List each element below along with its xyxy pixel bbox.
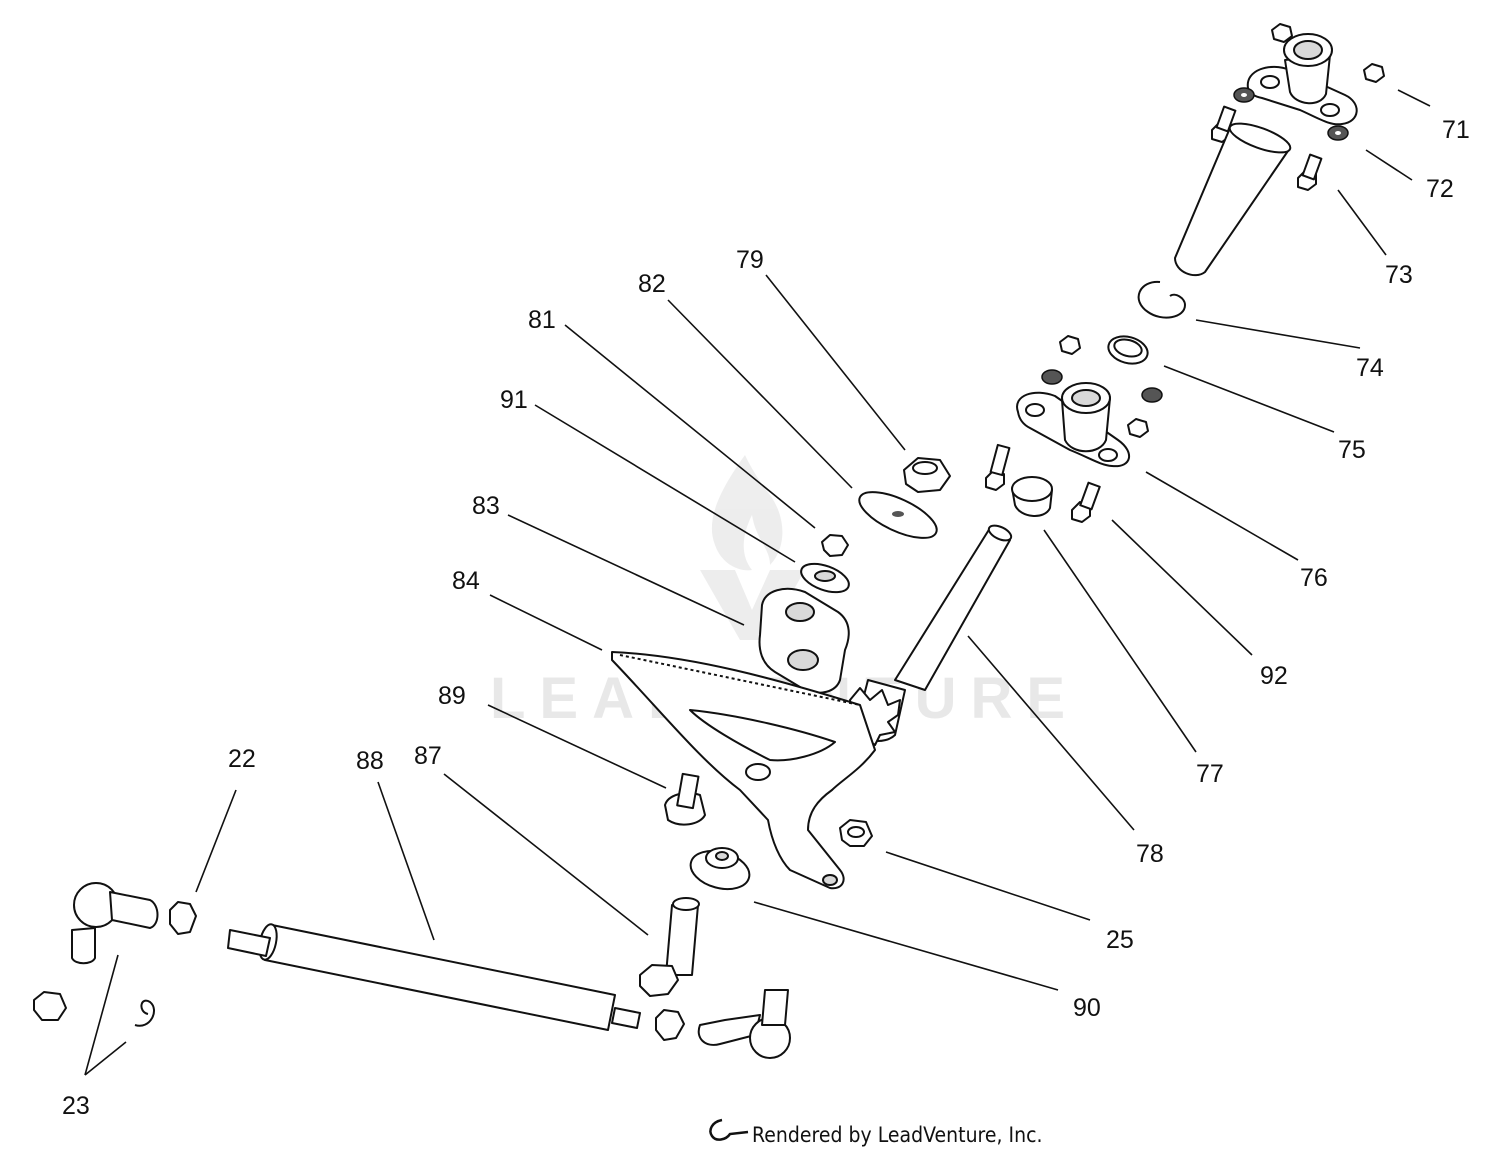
callout-25: 25 [1106,926,1134,954]
sector-gear-84 [611,651,876,890]
bolt-73-right [1297,153,1323,191]
leader-lines [84,89,1431,1076]
callout-83: 83 [472,492,500,520]
callout-74: 74 [1356,354,1384,382]
nut-22-right [655,1009,685,1041]
e-clip-74 [1137,280,1186,319]
parts [33,23,1385,1059]
nut-23 [33,991,67,1021]
washer-76-left [1041,369,1063,385]
bushing-75 [1107,335,1149,365]
callout-89: 89 [438,682,466,710]
leadventure-mark-icon [709,1118,749,1141]
bolt-89 [664,772,706,826]
callout-90: 90 [1073,994,1101,1022]
ball-joint-left [71,882,159,965]
nut-81 [821,534,849,557]
callout-23: 23 [62,1092,90,1120]
upper-shaft [1174,122,1292,277]
render-credit: Rendered by LeadVenture, Inc. [752,1123,1043,1147]
washer-82 [858,491,938,539]
nut-76-right [1127,418,1149,438]
callout-84: 84 [452,567,480,595]
watermark-logo-icon [700,455,805,640]
callout-73: 73 [1385,261,1413,289]
nut-71-right [1363,63,1385,83]
callout-87: 87 [414,742,442,770]
nut-25 [839,819,873,847]
bushing-77 [1011,476,1053,517]
ball-joint-right [697,989,791,1059]
callout-78: 78 [1136,840,1164,868]
callout-labels: 71 72 73 74 75 76 92 77 78 25 90 79 82 8… [62,116,1470,1120]
nut-71-top [1271,23,1293,43]
spacer-91 [800,562,850,594]
callout-75: 75 [1338,436,1366,464]
nut-22 [169,901,197,935]
bolt-92-right [1071,481,1101,523]
bolt-92-left [985,443,1011,491]
washer-72-right [1327,125,1349,141]
ball-stud-87 [639,897,700,997]
callout-22: 22 [228,745,256,773]
plate-83 [758,587,850,694]
callout-91: 91 [500,386,528,414]
callout-82: 82 [638,270,666,298]
cotter-pin-23 [134,999,155,1027]
callout-79: 79 [736,246,764,274]
washer-76-right [1141,387,1163,403]
tie-rod-88 [227,923,641,1031]
callout-92: 92 [1260,662,1288,690]
flange-bearing-upper [1246,33,1358,126]
callout-81: 81 [528,306,556,334]
spacer-90 [689,847,751,891]
washer-72-left [1233,87,1255,103]
callout-88: 88 [356,747,384,775]
callout-76: 76 [1300,564,1328,592]
callout-72: 72 [1426,175,1454,203]
callout-71: 71 [1442,116,1470,144]
nut-76-top [1059,335,1081,355]
nut-79 [903,457,951,493]
callout-77: 77 [1196,760,1224,788]
flange-bearing-lower [1016,382,1130,468]
